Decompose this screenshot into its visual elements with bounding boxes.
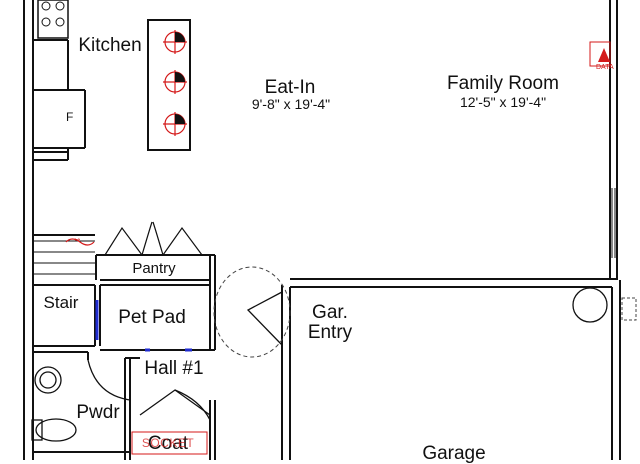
exterior-box (621, 297, 637, 321)
stair-treads (33, 240, 95, 275)
walls (23, 0, 621, 460)
stair-symbol-label: ↔ (72, 233, 82, 244)
fridge-label: F (66, 110, 74, 124)
garage-entry-label-1: Gar. (312, 302, 348, 323)
pantry-label: Pantry (132, 260, 176, 277)
stove-burners (41, 1, 65, 27)
family-room-dims: 12'-5" x 19'-4" (459, 94, 547, 110)
hall-label: Hall #1 (144, 358, 204, 379)
data-outlet-label: DATA (596, 64, 614, 71)
pantry-doors (104, 221, 203, 256)
garage-entry-door (246, 291, 283, 346)
hall-door (87, 359, 211, 421)
powder-label: Pwdr (76, 402, 120, 423)
powder-fixtures (31, 366, 77, 442)
stair-electrical-mark (65, 238, 95, 246)
pet-pad-label: Pet Pad (118, 307, 186, 328)
stair-label: Stair (43, 293, 79, 312)
door-swings (213, 266, 291, 358)
water-heater (572, 287, 608, 323)
family-room-label: Family Room (447, 73, 559, 94)
data-outlet-icon (589, 41, 611, 67)
eat-in-dims: 9'-8" x 19'-4" (251, 96, 331, 112)
eat-in-label: Eat-In (264, 77, 316, 98)
kitchen-label: Kitchen (78, 35, 142, 56)
coat-label: Coat (147, 433, 189, 454)
garage-label: Garage (422, 443, 486, 464)
coat-socket-box (131, 431, 208, 455)
coat-socket-note: SOCKET (141, 436, 195, 450)
pendant-fill (175, 32, 185, 124)
pet-pad-accents (95, 300, 192, 352)
garage-entry-label-2: Entry (307, 322, 353, 343)
